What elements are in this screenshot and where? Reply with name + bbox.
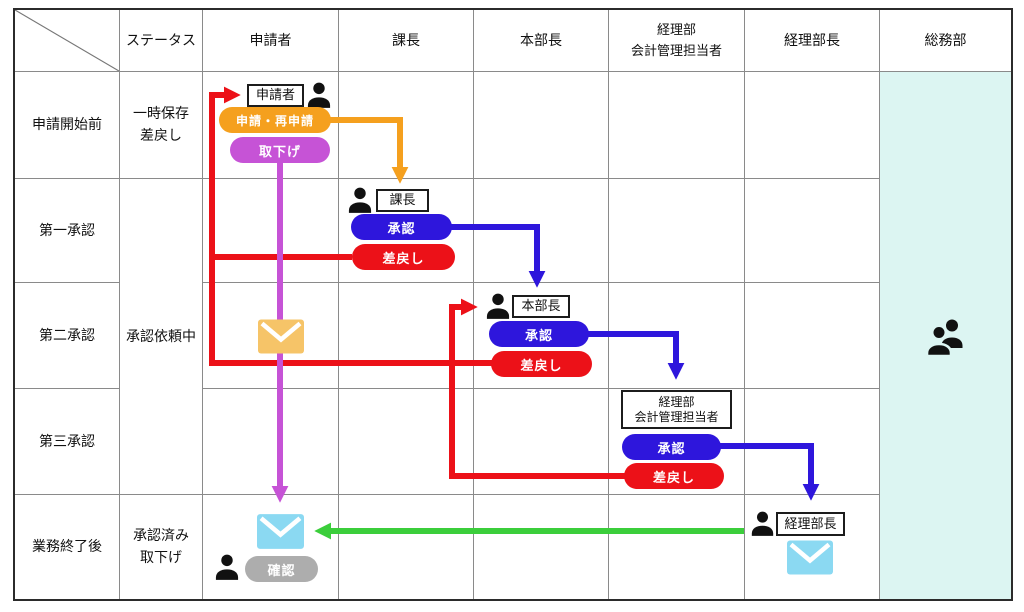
corner-cell	[15, 10, 120, 72]
row-label-after-end: 業務終了後	[15, 495, 120, 599]
section-chief-box: 課長	[376, 189, 429, 212]
division-head-box: 本部長	[512, 295, 570, 318]
row-label-before-start: 申請開始前	[15, 72, 120, 179]
header-applicant: 申請者	[203, 10, 339, 72]
header-accounting-staff: 経理部 会計管理担当者	[609, 10, 745, 72]
lane-cell	[203, 179, 339, 283]
row-label-first-approval: 第一承認	[15, 179, 120, 283]
lane-cell	[339, 283, 474, 389]
lane-cell	[203, 389, 339, 495]
lane-cell	[339, 389, 474, 495]
third-remand-button: 差戻し	[624, 463, 724, 489]
mail-icon	[257, 514, 304, 549]
workflow-table: ステータス 申請者 課長 本部長 経理部 会計管理担当者 経理部長 総務部 申請…	[13, 8, 1013, 601]
header-accounting-manager: 経理部長	[745, 10, 880, 72]
confirm-button: 確認	[245, 556, 318, 582]
second-remand-button: 差戻し	[491, 351, 592, 377]
withdraw-button: 取下げ	[230, 137, 330, 163]
lane-cell	[609, 283, 745, 389]
lane-cell	[474, 179, 609, 283]
lane-cell	[745, 389, 880, 495]
person-icon	[215, 554, 239, 580]
third-approve-button: 承認	[622, 434, 721, 460]
first-approve-button: 承認	[351, 214, 452, 240]
first-remand-button: 差戻し	[352, 244, 455, 270]
status-before-start: 一時保存 差戻し	[120, 72, 203, 179]
accounting-staff-box: 経理部 会計管理担当者	[621, 390, 732, 429]
status-in-request: 承認依頼中	[120, 179, 203, 495]
header-division-head: 本部長	[474, 10, 609, 72]
lane-cell	[745, 495, 880, 599]
people-icon	[925, 319, 962, 357]
accounting-manager-box: 経理部長	[776, 512, 845, 536]
lane-cell	[745, 72, 880, 179]
mail-icon	[258, 319, 304, 354]
header-section-chief: 課長	[339, 10, 474, 72]
header-status: ステータス	[120, 10, 203, 72]
header-general-affairs: 総務部	[880, 10, 1011, 72]
lane-cell	[745, 283, 880, 389]
diagonal-line	[15, 10, 119, 71]
person-icon	[348, 187, 372, 213]
lane-cell	[339, 72, 474, 179]
lane-cell	[745, 179, 880, 283]
row-label-second-approval: 第二承認	[15, 283, 120, 389]
applicant-box: 申請者	[247, 84, 304, 107]
apply-resubmit-button: 申請・再申請	[219, 107, 331, 133]
general-affairs-lane	[880, 72, 1011, 599]
lane-cell	[474, 495, 609, 599]
person-icon	[751, 511, 774, 536]
mail-icon	[787, 540, 833, 575]
lane-cell	[474, 72, 609, 179]
second-approve-button: 承認	[489, 321, 589, 347]
lane-cell	[609, 389, 745, 495]
person-icon	[486, 293, 510, 319]
lane-cell	[474, 389, 609, 495]
lane-cell	[339, 495, 474, 599]
lane-cell	[609, 179, 745, 283]
lane-cell	[609, 72, 745, 179]
lane-cell	[203, 495, 339, 599]
status-after-end: 承認済み 取下げ	[120, 495, 203, 599]
lane-cell	[609, 495, 745, 599]
person-icon	[307, 82, 331, 108]
row-label-third-approval: 第三承認	[15, 389, 120, 495]
